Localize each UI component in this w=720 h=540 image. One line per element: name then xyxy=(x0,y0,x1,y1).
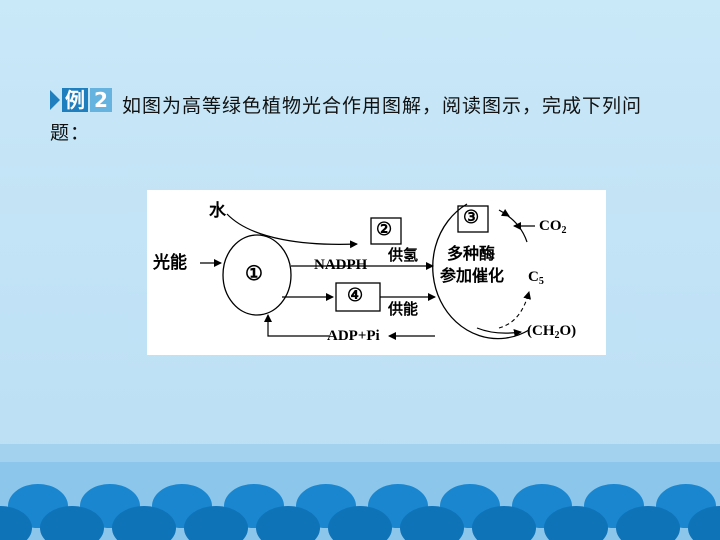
play-arrow-icon xyxy=(50,90,60,110)
ch2o-arrow xyxy=(476,327,522,337)
box-4-label: ④ xyxy=(347,285,364,306)
box-3 xyxy=(457,205,489,233)
photosynthesis-diagram: 水 光能 ① ② ③ ④ NADPH 供氢 供能 多种酶 参加催化 CO2 C5… xyxy=(147,190,606,355)
box-2-label: ② xyxy=(376,219,393,240)
light-reaction-circle xyxy=(222,234,292,316)
question-text-block: 如图为高等绿色植物光合作用图解，阅读图示，完成下列问题： xyxy=(50,93,680,147)
example-badge: 例 2 xyxy=(50,87,112,113)
calvin-cycle-arc xyxy=(432,203,530,340)
wave-row-bottom xyxy=(0,506,720,540)
box-3-label: ③ xyxy=(463,207,480,228)
circle-1-label: ① xyxy=(245,261,263,285)
water-arrow xyxy=(226,213,358,249)
example-label: 例 xyxy=(62,88,88,112)
footer-wave-decoration xyxy=(0,484,720,540)
adp-return-line xyxy=(264,314,329,337)
supply-hydrogen-label: 供氢 xyxy=(388,246,419,264)
diagram-lines xyxy=(200,203,535,340)
light-label: 光能 xyxy=(153,253,187,273)
enzyme-line-2: 参加催化 xyxy=(440,266,505,285)
c5-label: C5 xyxy=(528,269,544,287)
box-2 xyxy=(370,217,402,245)
adp-pi-label: ADP+Pi xyxy=(327,328,380,344)
example-number: 2 xyxy=(90,88,112,112)
c5-dashed-arrow xyxy=(498,291,532,329)
supply-energy-label: 供能 xyxy=(388,300,419,318)
water-label: 水 xyxy=(209,201,226,221)
ch2o-label: (CH2O) xyxy=(527,323,577,341)
co2-label: CO2 xyxy=(539,218,567,236)
calvin-arc-top xyxy=(504,213,528,243)
enzyme-line-1: 多种酶 xyxy=(447,244,496,263)
question-text: 如图为高等绿色植物光合作用图解，阅读图示，完成下列问题： xyxy=(50,95,643,144)
nadph-label: NADPH xyxy=(314,257,368,273)
